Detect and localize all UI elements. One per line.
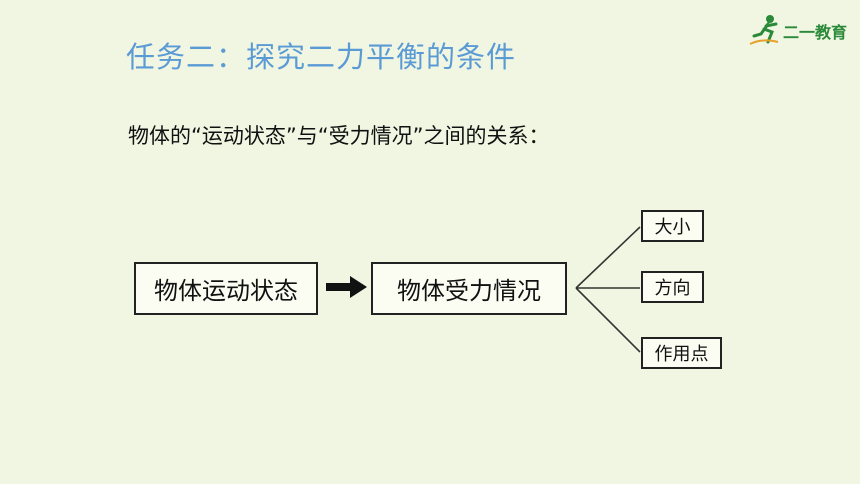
branch-box-point-of-application: 作用点 bbox=[641, 337, 722, 369]
slide-subtitle: 物体的“运动状态”与“受力情况”之间的关系： bbox=[128, 124, 550, 148]
right-arrow-icon bbox=[326, 276, 367, 298]
branch-lines bbox=[575, 226, 641, 353]
motion-state-box: 物体运动状态 bbox=[134, 262, 318, 315]
logo: 二一教育 bbox=[748, 14, 848, 46]
branch-box-magnitude: 大小 bbox=[641, 210, 704, 242]
logo-text: 二一教育 bbox=[783, 23, 848, 42]
slide-title: 任务二：探究二力平衡的条件 bbox=[126, 40, 517, 74]
force-condition-box: 物体受力情况 bbox=[371, 262, 567, 315]
running-person-icon bbox=[749, 15, 779, 45]
branch-box-direction: 方向 bbox=[641, 271, 704, 303]
